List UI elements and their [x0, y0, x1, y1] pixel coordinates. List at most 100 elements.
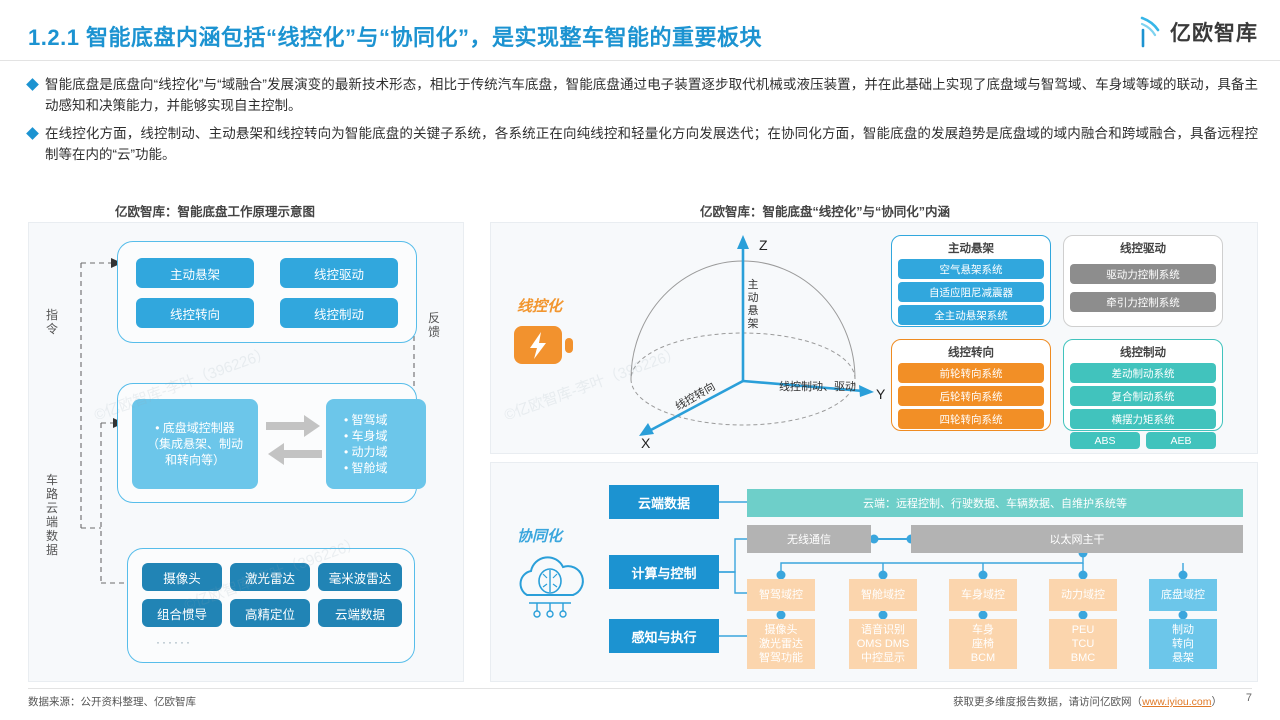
domain-item: • 车身域	[344, 429, 388, 443]
bullet-text: 智能底盘是底盘向“线控化”与“域融合”发展演变的最新技术形态，相比于传统汽车底盘…	[45, 77, 1258, 113]
group-item[interactable]: 空气悬架系统	[898, 259, 1044, 279]
detail-line: 转向	[1172, 638, 1194, 650]
layer-sense-execute[interactable]: 感知与执行	[609, 619, 719, 653]
domain-item: • 智舱域	[344, 461, 388, 475]
arrow-right-icon	[266, 415, 322, 465]
controller-line-3: 和转向等）	[164, 453, 225, 467]
domain-details-powertrain[interactable]: PEU TCU BMC	[1049, 619, 1117, 669]
domain-details-cockpit[interactable]: 语音识别 OMS DMS 中控显示	[849, 619, 917, 669]
domain-controller-powertrain[interactable]: 动力域控	[1049, 579, 1117, 611]
domain-controller-cockpit[interactable]: 智舱域控	[849, 579, 917, 611]
footer-divider	[28, 688, 1252, 689]
footer-more-prefix: 获取更多维度报告数据，请访问亿欧网（	[953, 696, 1143, 708]
group-item-row: ABS AEB	[1070, 432, 1216, 449]
axis-z-description: 主动悬架	[747, 279, 759, 330]
group-item[interactable]: 四轮转向系统	[898, 409, 1044, 429]
detail-line: 悬架	[1172, 652, 1194, 664]
chassis-domain-controller[interactable]: • 底盘域控制器 （集成悬架、制动 和转向等）	[132, 399, 258, 489]
detail-line: 语音识别	[861, 624, 905, 636]
logo-mark-icon	[1140, 16, 1160, 48]
domain-item: • 动力域	[344, 445, 388, 459]
brand-logo: 亿欧智库	[1140, 16, 1258, 48]
controller-line-2: （集成悬架、制动	[146, 437, 243, 451]
page-title: 1.2.1 智能底盘内涵包括“线控化”与“协同化”，是实现整车智能的重要板块	[28, 25, 763, 50]
domain-controller-adas[interactable]: 智驾域控	[747, 579, 815, 611]
cloud-services-bar[interactable]: 云端：远程控制、行驶数据、车辆数据、自维护系统等	[747, 489, 1243, 517]
group-item[interactable]: 复合制动系统	[1070, 386, 1216, 406]
group-wire-steering: 线控转向 前轮转向系统 后轮转向系统 四轮转向系统	[891, 339, 1051, 431]
iyiou-link[interactable]: www.iyiou.com	[1142, 696, 1212, 708]
domain-controller-chassis[interactable]: 底盘域控	[1149, 579, 1217, 611]
group-item-aeb[interactable]: AEB	[1146, 432, 1216, 449]
left-panel-caption: 亿欧智库：智能底盘工作原理示意图	[115, 205, 316, 219]
ethernet-backbone-bar[interactable]: 以太网主干	[911, 525, 1243, 553]
chip-ins[interactable]: 组合惯导	[142, 599, 222, 627]
detail-line: TCU	[1071, 638, 1095, 650]
group-title: 线控转向	[948, 347, 994, 359]
collaboration-panel: 协同化 云端数据 计算与控制 感知与执行	[490, 462, 1258, 682]
chip-wire-braking[interactable]: 线控制动	[280, 298, 398, 328]
chip-active-suspension[interactable]: 主动悬架	[136, 258, 254, 288]
footer-more-suffix: ）	[1211, 696, 1223, 708]
group-item[interactable]: 后轮转向系统	[898, 386, 1044, 406]
detail-line: 中控显示	[861, 652, 905, 664]
chip-hd-positioning[interactable]: 高精定位	[230, 599, 310, 627]
group-wire-drive: 线控驱动 驱动力控制系统 牵引力控制系统	[1063, 235, 1223, 327]
collaboration-mode-label: 协同化	[517, 528, 563, 545]
battery-bolt-icon	[514, 326, 573, 364]
axis-y-description: 线控制动、驱动	[779, 381, 856, 393]
group-item[interactable]: 前轮转向系统	[898, 363, 1044, 383]
group-item-abs[interactable]: ABS	[1070, 432, 1140, 449]
detail-line: 摄像头	[764, 624, 798, 636]
bullet-item: 智能底盘是底盘向“线控化”与“域融合”发展演变的最新技术形态，相比于传统汽车底盘…	[26, 74, 1258, 116]
wireless-comm-bar[interactable]: 无线通信	[747, 525, 871, 553]
axis-label-z: Z	[759, 237, 768, 253]
layer-compute-control[interactable]: 计算与控制	[609, 555, 719, 589]
right-panel-caption: 亿欧智库：智能底盘“线控化”与“协同化”内涵	[700, 205, 951, 219]
summary-bullets: 智能底盘是底盘向“线控化”与“域融合”发展演变的最新技术形态，相比于传统汽车底盘…	[26, 74, 1258, 172]
chip-camera[interactable]: 摄像头	[142, 563, 222, 591]
group-item[interactable]: 全主动悬架系统	[898, 305, 1044, 325]
sensor-group-box: 摄像头 激光雷达 毫米波雷达 组合惯导 高精定位 云端数据 ······	[127, 548, 415, 663]
detail-line: PEU	[1071, 624, 1095, 636]
header-divider	[0, 60, 1280, 61]
group-title: 线控制动	[1120, 347, 1166, 359]
group-item[interactable]: 横摆力矩系统	[1070, 409, 1216, 429]
wire-control-3d-diagram	[630, 235, 874, 436]
group-item[interactable]: 差动制动系统	[1070, 363, 1216, 383]
detail-line: BCM	[970, 652, 996, 664]
chip-mmwave-radar[interactable]: 毫米波雷达	[318, 563, 402, 591]
domain-details-chassis[interactable]: 制动 转向 悬架	[1149, 619, 1217, 669]
detail-line: OMS DMS	[856, 638, 910, 650]
detail-line: 车身	[972, 624, 994, 636]
domain-controller-body[interactable]: 车身域控	[949, 579, 1017, 611]
domain-list-box[interactable]: • 智驾域 • 车身域 • 动力域 • 智舱域	[326, 399, 426, 489]
cloud-brain-icon	[519, 556, 584, 618]
group-active-suspension: 主动悬架 空气悬架系统 自适应阻尼减震器 全主动悬架系统	[891, 235, 1051, 327]
axis-label-y: Y	[876, 386, 886, 402]
side-label-feedback: 反馈	[427, 311, 440, 339]
layer-cloud-data[interactable]: 云端数据	[609, 485, 719, 519]
chip-cloud-data[interactable]: 云端数据	[318, 599, 402, 627]
chip-lidar[interactable]: 激光雷达	[230, 563, 310, 591]
chip-wire-drive[interactable]: 线控驱动	[280, 258, 398, 288]
group-item[interactable]: 自适应阻尼减震器	[898, 282, 1044, 302]
sensor-ellipsis: ······	[156, 635, 192, 649]
logo-text: 亿欧智库	[1170, 22, 1258, 45]
header-bar: 1.2.1 智能底盘内涵包括“线控化”与“协同化”，是实现整车智能的重要板块	[28, 20, 1260, 56]
detail-line: 智驾功能	[759, 652, 803, 664]
actuator-group-box: 主动悬架 线控驱动 线控转向 线控制动	[117, 241, 417, 343]
detail-line: BMC	[1070, 652, 1096, 664]
footer-more-info: 获取更多维度报告数据，请访问亿欧网（www.iyiou.com）	[953, 694, 1222, 709]
domain-details-adas[interactable]: 摄像头 激光雷达 智驾功能	[747, 619, 815, 669]
domain-item: • 智驾域	[344, 413, 388, 427]
bullet-text: 在线控化方面，线控制动、主动悬架和线控转向为智能底盘的关键子系统，各系统正在向纯…	[45, 126, 1258, 162]
chip-wire-steering[interactable]: 线控转向	[136, 298, 254, 328]
controller-line-1: • 底盘域控制器	[155, 421, 235, 435]
group-item[interactable]: 驱动力控制系统	[1070, 264, 1216, 284]
group-item[interactable]: 牵引力控制系统	[1070, 292, 1216, 312]
collaboration-connectors	[719, 501, 1188, 637]
domain-details-body[interactable]: 车身 座椅 BCM	[949, 619, 1017, 669]
detail-line: 制动	[1172, 624, 1194, 636]
